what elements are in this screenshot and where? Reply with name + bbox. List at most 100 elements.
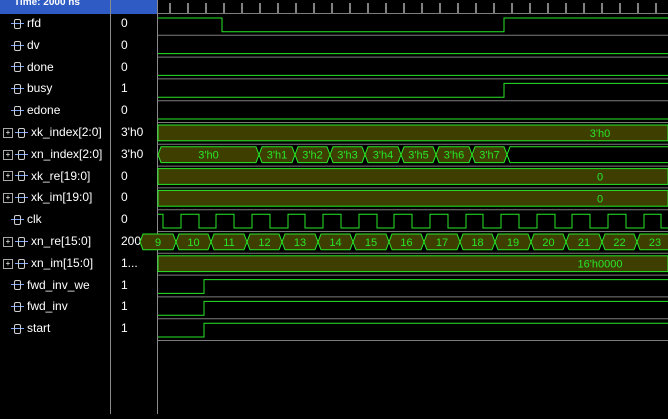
signal-row-xn-im[interactable]: + xn_im[15:0]: [0, 253, 113, 274]
signal-row-done[interactable]: done: [0, 57, 113, 78]
signal-icon: [11, 40, 24, 52]
xn-re-bus-label: 9: [155, 237, 161, 249]
xn-im-bus-label: 16'h0000: [578, 259, 623, 271]
signal-value: 1: [121, 321, 128, 336]
signal-icon: [11, 61, 24, 73]
signal-value: 1: [121, 299, 128, 314]
xn-re-bus-segment: [317, 233, 354, 251]
xk-im-bus-segment: [157, 189, 668, 207]
expand-icon[interactable]: +: [3, 258, 13, 269]
signal-row-rfd[interactable]: rfd: [0, 13, 113, 34]
signal-value: 3'h0: [121, 125, 144, 139]
signal-name: xk_im[19:0]: [31, 190, 93, 205]
expand-icon[interactable]: +: [3, 236, 13, 247]
signal-row-xn-re[interactable]: + xn_re[15:0]: [0, 231, 113, 252]
xn-re-bus-label: 10: [187, 237, 199, 249]
signal-value: 1...: [121, 255, 138, 270]
signal-row-clk[interactable]: clk: [0, 209, 113, 230]
signal-value: 0: [121, 212, 128, 227]
signal-row-dv[interactable]: dv: [0, 35, 113, 56]
signal-value: 1: [121, 277, 128, 292]
xn-re-bus-label: 19: [507, 237, 519, 249]
signal-value: 0: [121, 190, 128, 205]
pane-divider-right[interactable]: [157, 0, 158, 414]
signal-name: xn_index[2:0]: [31, 146, 103, 161]
xn-re-bus-segment: [636, 233, 668, 251]
signal-name: edone: [27, 103, 61, 118]
signal-name-pane: Time: 2000 ns rfd dv done busy edone +xk_inde…: [0, 0, 110, 414]
xn-re-bus-label: 14: [329, 237, 341, 249]
signal-row-fwd-inv-we[interactable]: fwd_inv_we: [0, 275, 113, 296]
signal-row-busy[interactable]: busy: [0, 78, 113, 99]
xk-re-bus-label: 0: [597, 172, 603, 184]
xn-index-bus-label: 3'h1: [267, 150, 287, 162]
xn-index-bus-segment: [471, 146, 508, 164]
pane-divider-left[interactable]: [110, 0, 111, 414]
expand-icon[interactable]: +: [3, 171, 13, 182]
xn-index-bus-label: 3'h6: [444, 150, 464, 162]
signal-row-start[interactable]: start: [0, 318, 113, 339]
bus-signal-icon: [15, 170, 28, 182]
xn-re-bus-segment: [459, 233, 496, 251]
xn-re-bus-segment: [565, 233, 603, 251]
signal-name: done: [27, 59, 54, 74]
signal-value: 0: [121, 168, 128, 183]
xn-index-bus-label: 3'h2: [302, 150, 322, 162]
xn-re-bus-label: 12: [258, 237, 270, 249]
signal-row-xk-index[interactable]: +xk_index[2:0]: [0, 122, 113, 143]
value-header: [110, 0, 158, 14]
cursor-time-label: Time: 2000 ns: [14, 0, 80, 8]
bus-signal-icon: [15, 127, 28, 139]
xn-index-bus-segment: [364, 146, 402, 164]
xn-index-bus-segment: [258, 146, 296, 164]
signal-row-edone[interactable]: edone: [0, 100, 113, 121]
signal-name: rfd: [27, 16, 42, 30]
signal-row-fwd-inv[interactable]: fwd_inv: [0, 296, 113, 317]
xn-im-bus-segment: [157, 255, 668, 273]
bus-signal-icon: [15, 236, 28, 248]
signal-icon: [11, 83, 24, 95]
xk-index-bus-label: 3'h0: [590, 128, 610, 140]
xn-re-bus-segment: [210, 233, 248, 251]
bus-signal-icon: [15, 258, 28, 270]
xn-index-bus-tail: [506, 146, 668, 164]
signal-value: 3'h0: [121, 146, 144, 161]
signal-name: xk_re[19:0]: [31, 168, 91, 183]
xn-re-bus-segment: [352, 233, 390, 251]
signal-value: 200: [121, 234, 142, 248]
signal-name: fwd_inv: [27, 299, 68, 314]
signal-name: dv: [27, 37, 40, 52]
xk-re-bus-segment: [157, 168, 668, 185]
xn-re-bus-label: 18: [471, 237, 483, 249]
xn-re-bus-label: 16: [400, 237, 412, 249]
xn-index-bus-label: 3'h7: [479, 150, 499, 162]
signal-name: xn_im[15:0]: [31, 255, 94, 270]
signal-value: 0: [121, 103, 128, 118]
signal-row-xk-im[interactable]: + xk_im[19:0]: [0, 187, 113, 208]
signal-name: busy: [27, 81, 53, 96]
xn-re-bus-label: 22: [613, 237, 625, 249]
signal-row-xn-index[interactable]: + xn_index[2:0]: [0, 144, 113, 165]
signal-icon: [11, 301, 24, 313]
signal-row-xk-re[interactable]: + xk_re[19:0]: [0, 166, 113, 187]
signal-name: start: [27, 321, 51, 336]
signal-name: xn_re[15:0]: [31, 234, 92, 248]
expand-icon[interactable]: +: [3, 149, 13, 160]
xn-re-bus-label: 15: [365, 237, 377, 249]
xn-re-bus-segment: [601, 233, 638, 251]
xn-re-bus-segment: [175, 233, 212, 251]
signal-icon: [11, 18, 24, 30]
xn-re-bus-segment: [388, 233, 425, 251]
xn-re-bus-label: 13: [294, 237, 306, 249]
xn-re-bus-segment: [246, 233, 283, 251]
xn-re-bus-segment: [139, 233, 177, 251]
xn-re-bus-label: 11: [223, 237, 234, 249]
expand-icon[interactable]: +: [3, 127, 13, 138]
xn-index-bus-label: 3'h5: [408, 150, 428, 162]
xn-re-bus-label: 17: [436, 237, 448, 249]
xn-index-bus-segment: [329, 146, 366, 164]
expand-icon[interactable]: +: [3, 193, 13, 204]
